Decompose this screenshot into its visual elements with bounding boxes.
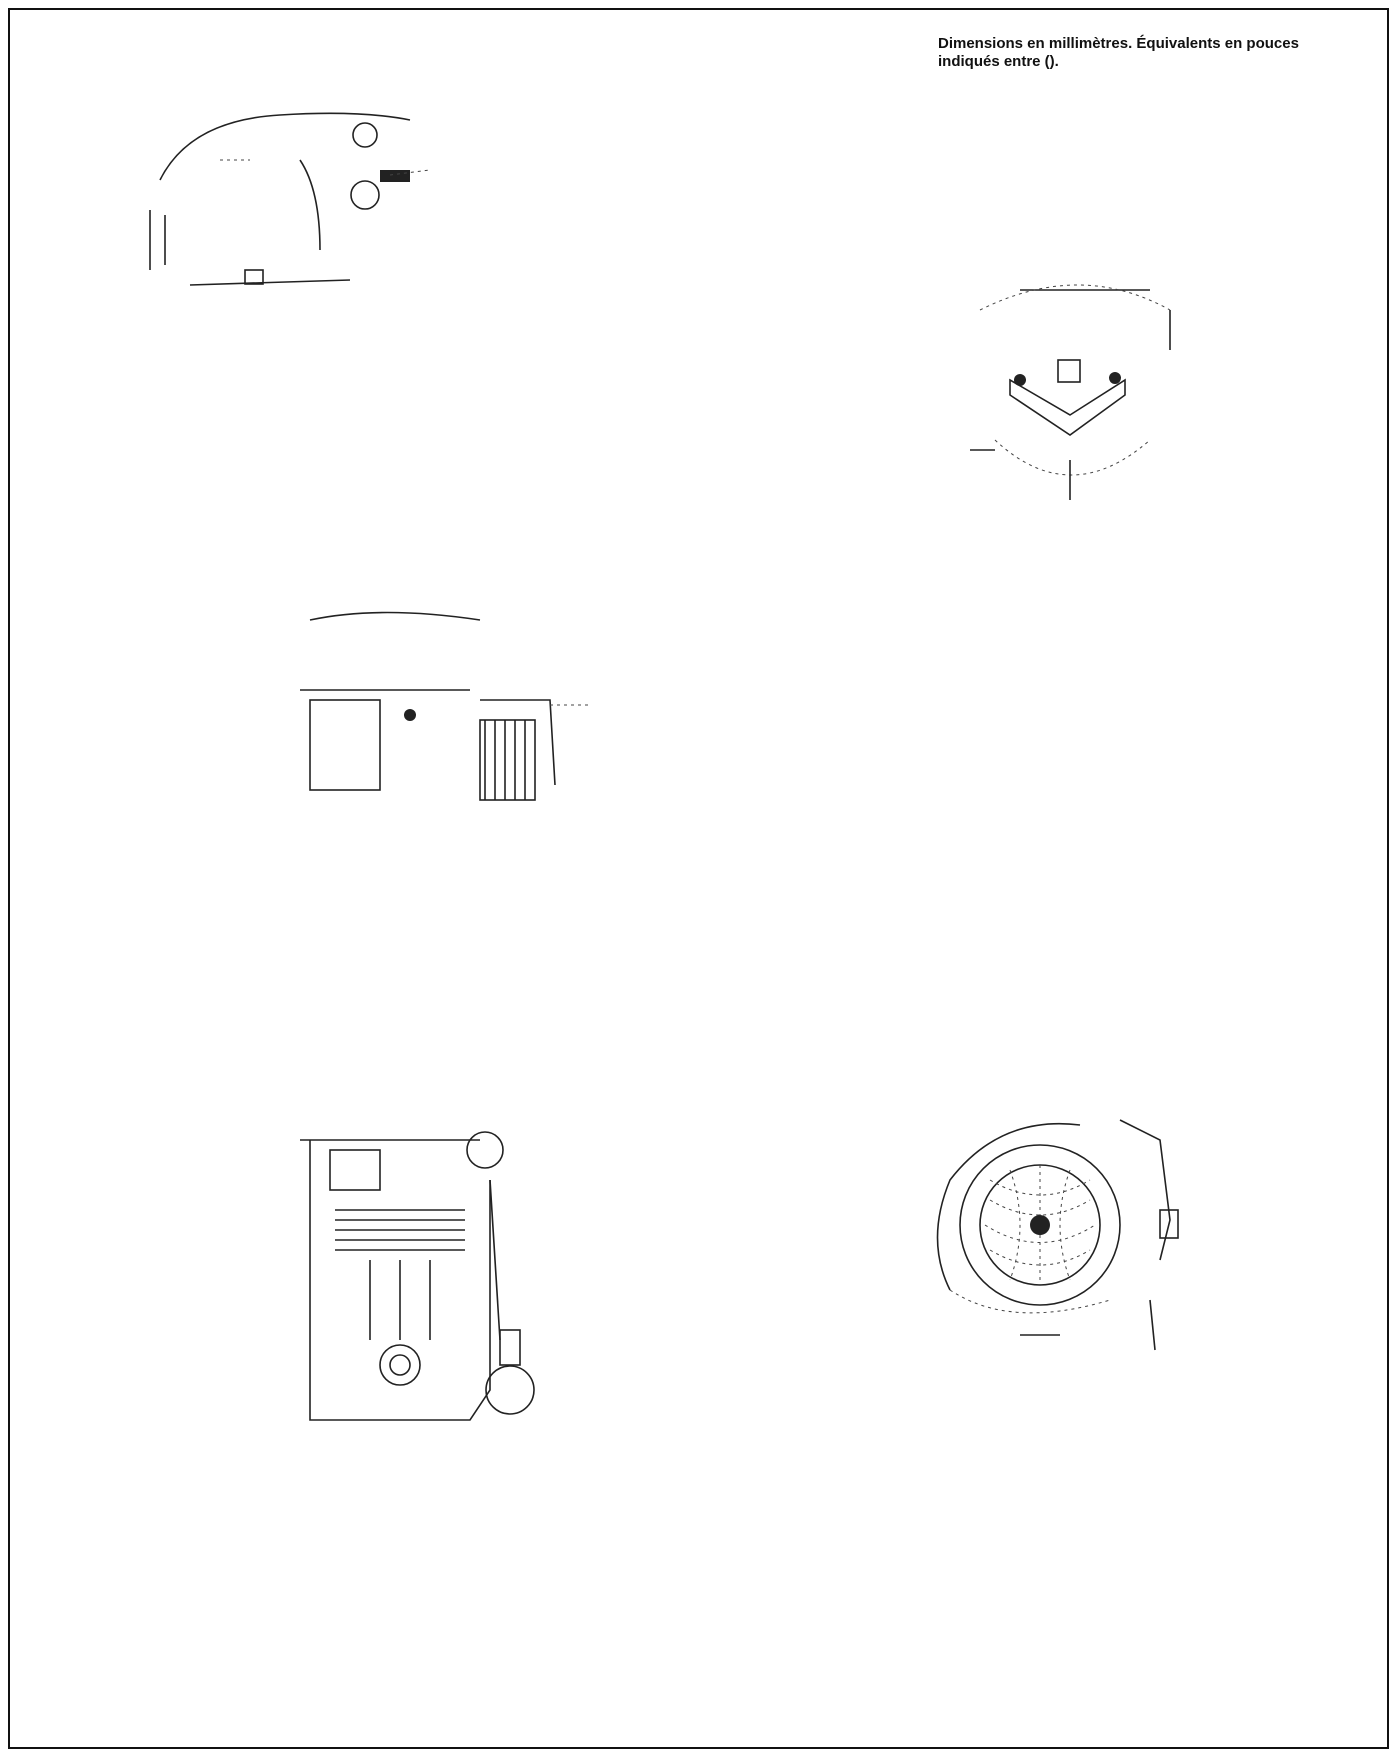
dimensions-note-line-2: indiqués entre (). — [938, 53, 1059, 70]
engine-oblique-view — [270, 1120, 570, 1440]
blower-housing-view — [920, 1100, 1220, 1380]
engine-side-view — [940, 270, 1240, 530]
dimensions-note-line-1: Dimensions en millimètres. Équivalents e… — [938, 35, 1299, 52]
engine-top-view — [130, 100, 470, 320]
engine-front-view — [290, 610, 630, 810]
dimensions-note: Dimensions en millimètres. Équivalents e… — [938, 35, 1358, 71]
drawing-sheet: Dimensions en millimètres. Équivalents e… — [8, 8, 1389, 1749]
